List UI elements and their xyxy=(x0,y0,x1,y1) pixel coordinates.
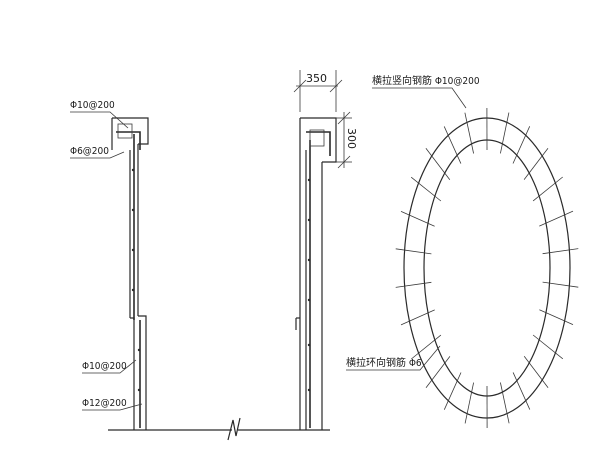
plan-leaders xyxy=(346,87,467,371)
radial-bar xyxy=(464,112,474,154)
ground-line xyxy=(108,417,330,441)
radial-bar xyxy=(443,126,462,164)
left-leaders xyxy=(70,111,143,411)
label-vertical-rebar: 横拉竖向钢筋 Φ10@200 xyxy=(372,74,480,87)
label-bottom-bar: Φ12@200 xyxy=(82,398,127,409)
radial-bar xyxy=(532,176,563,202)
right-wall-section xyxy=(295,117,337,430)
radial-bar xyxy=(539,309,574,325)
radial-bar xyxy=(523,147,549,180)
label-tie-bar: Φ6@200 xyxy=(70,146,109,157)
radial-bar xyxy=(400,309,435,326)
label-ring-rebar: 横拉环向钢筋 Φ6 xyxy=(346,356,422,369)
radial-bar xyxy=(425,356,451,389)
radial-bar xyxy=(395,281,432,288)
dim-350: 350 xyxy=(306,72,327,85)
radial-bar xyxy=(512,372,531,410)
radial-bar xyxy=(500,382,510,424)
dimension-width xyxy=(293,70,343,112)
radial-bar xyxy=(539,210,574,227)
radial-bar xyxy=(425,148,451,180)
radial-bar xyxy=(500,112,510,154)
radial-bar xyxy=(532,334,564,360)
radial-bar xyxy=(464,382,474,424)
radial-bar xyxy=(443,372,462,410)
dimension-height xyxy=(336,111,352,169)
radial-bar xyxy=(400,211,435,227)
label-top-bar: Φ10@200 xyxy=(70,100,115,111)
left-wall-section xyxy=(111,117,149,430)
radial-bar xyxy=(523,356,549,388)
radial-bar xyxy=(410,176,442,202)
ring-radial-bars xyxy=(395,107,579,429)
label-mid-bar: Φ10@200 xyxy=(82,361,127,372)
dim-300: 300 xyxy=(345,128,358,149)
radial-bar xyxy=(542,248,579,255)
radial-bar xyxy=(512,126,531,164)
radial-bar xyxy=(411,334,442,360)
radial-bar xyxy=(395,248,432,255)
radial-bar xyxy=(542,281,579,288)
plan-ring xyxy=(403,117,571,419)
